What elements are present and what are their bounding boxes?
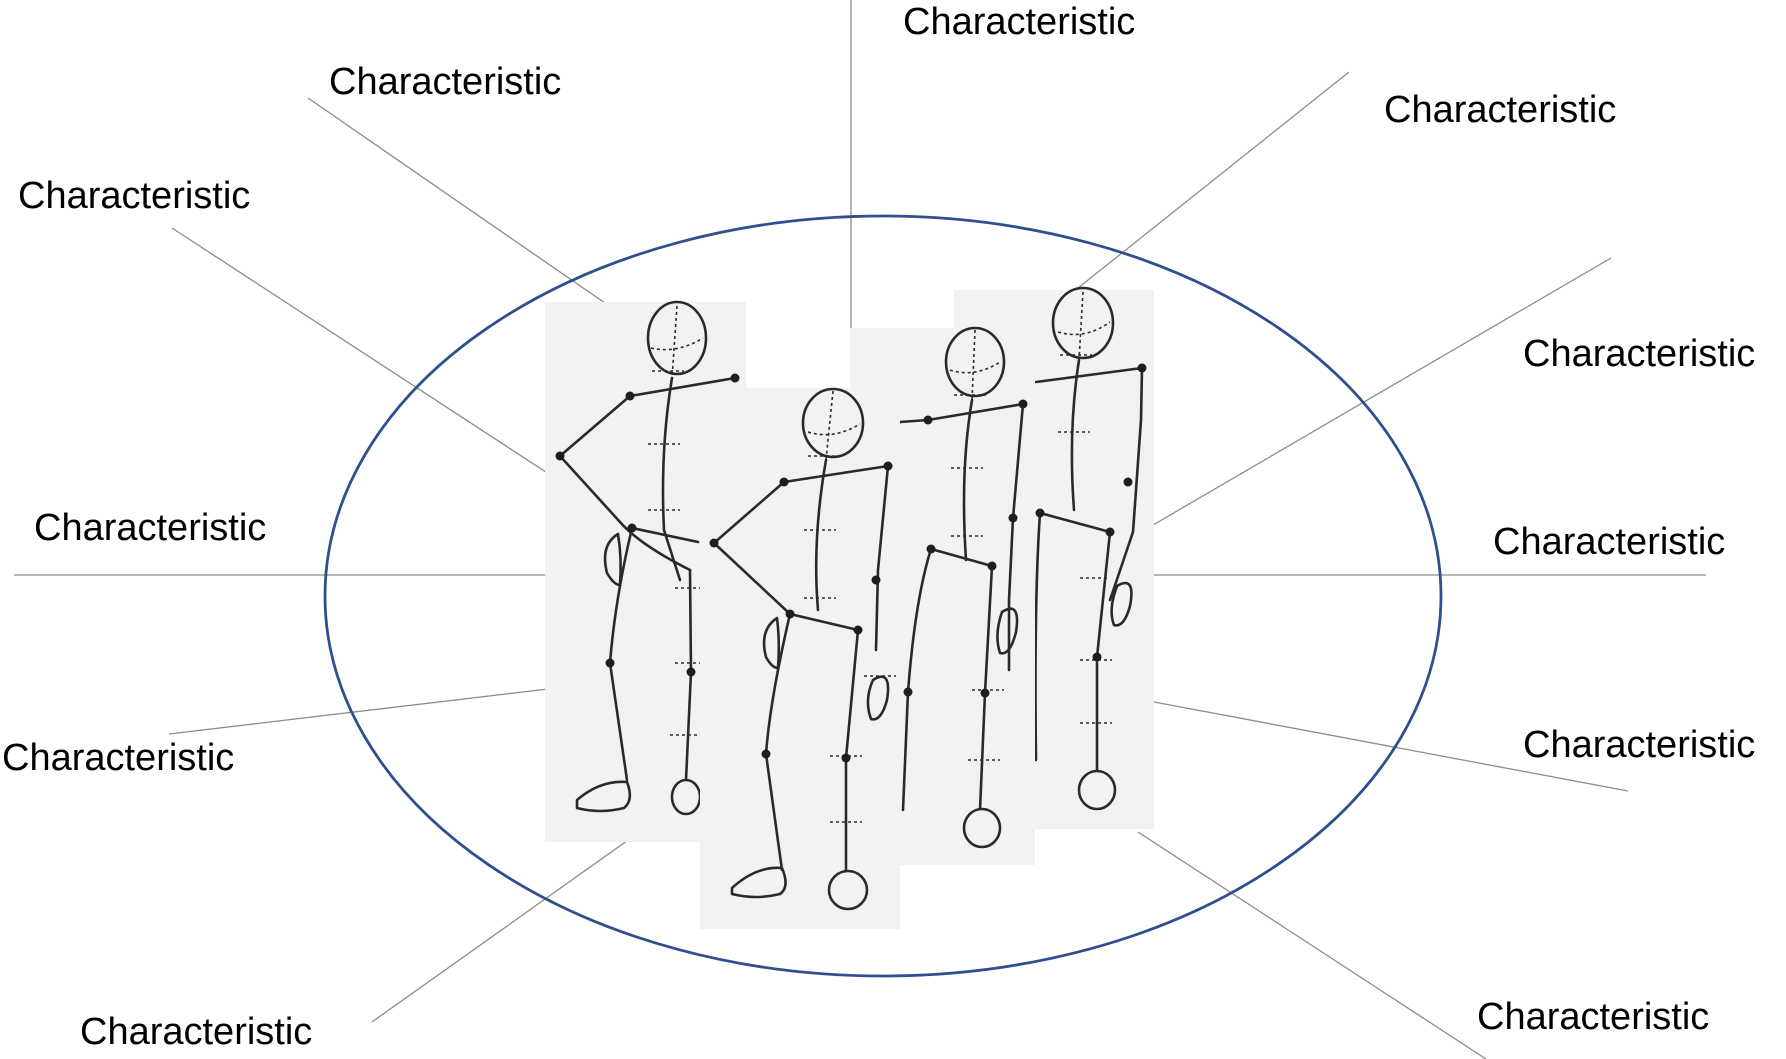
label-top-left-upper: Characteristic (329, 61, 561, 103)
figure-head (801, 387, 865, 459)
label-top-center: Characteristic (903, 1, 1135, 43)
label-right-upper: Characteristic (1523, 333, 1755, 375)
label-right-lower: Characteristic (1523, 724, 1755, 766)
label-top-right-upper: Characteristic (1384, 89, 1616, 131)
figure-head (944, 326, 1006, 398)
label-bottom-right: Characteristic (1477, 996, 1709, 1038)
figure-head (1051, 286, 1115, 360)
label-bottom-left: Characteristic (80, 1011, 312, 1053)
leader-line-top-right-upper (1072, 71, 1350, 293)
characteristic-labels: Characteristic Characteristic Characteri… (2, 1, 1755, 1053)
leader-line-bottom-right (1137, 831, 1487, 1059)
label-right-middle: Characteristic (1493, 521, 1725, 563)
label-left-lower: Characteristic (2, 737, 234, 779)
boundary-ellipse (323, 214, 1443, 978)
figure-panel (700, 388, 900, 929)
figure-head (646, 300, 708, 376)
leader-line-right-lower (1153, 701, 1629, 792)
stick-figures (545, 286, 1154, 929)
label-left-upper: Characteristic (18, 175, 250, 217)
label-left-middle: Characteristic (34, 507, 266, 549)
stick-figure-2 (700, 387, 900, 929)
leader-line-right-upper (1152, 257, 1612, 526)
